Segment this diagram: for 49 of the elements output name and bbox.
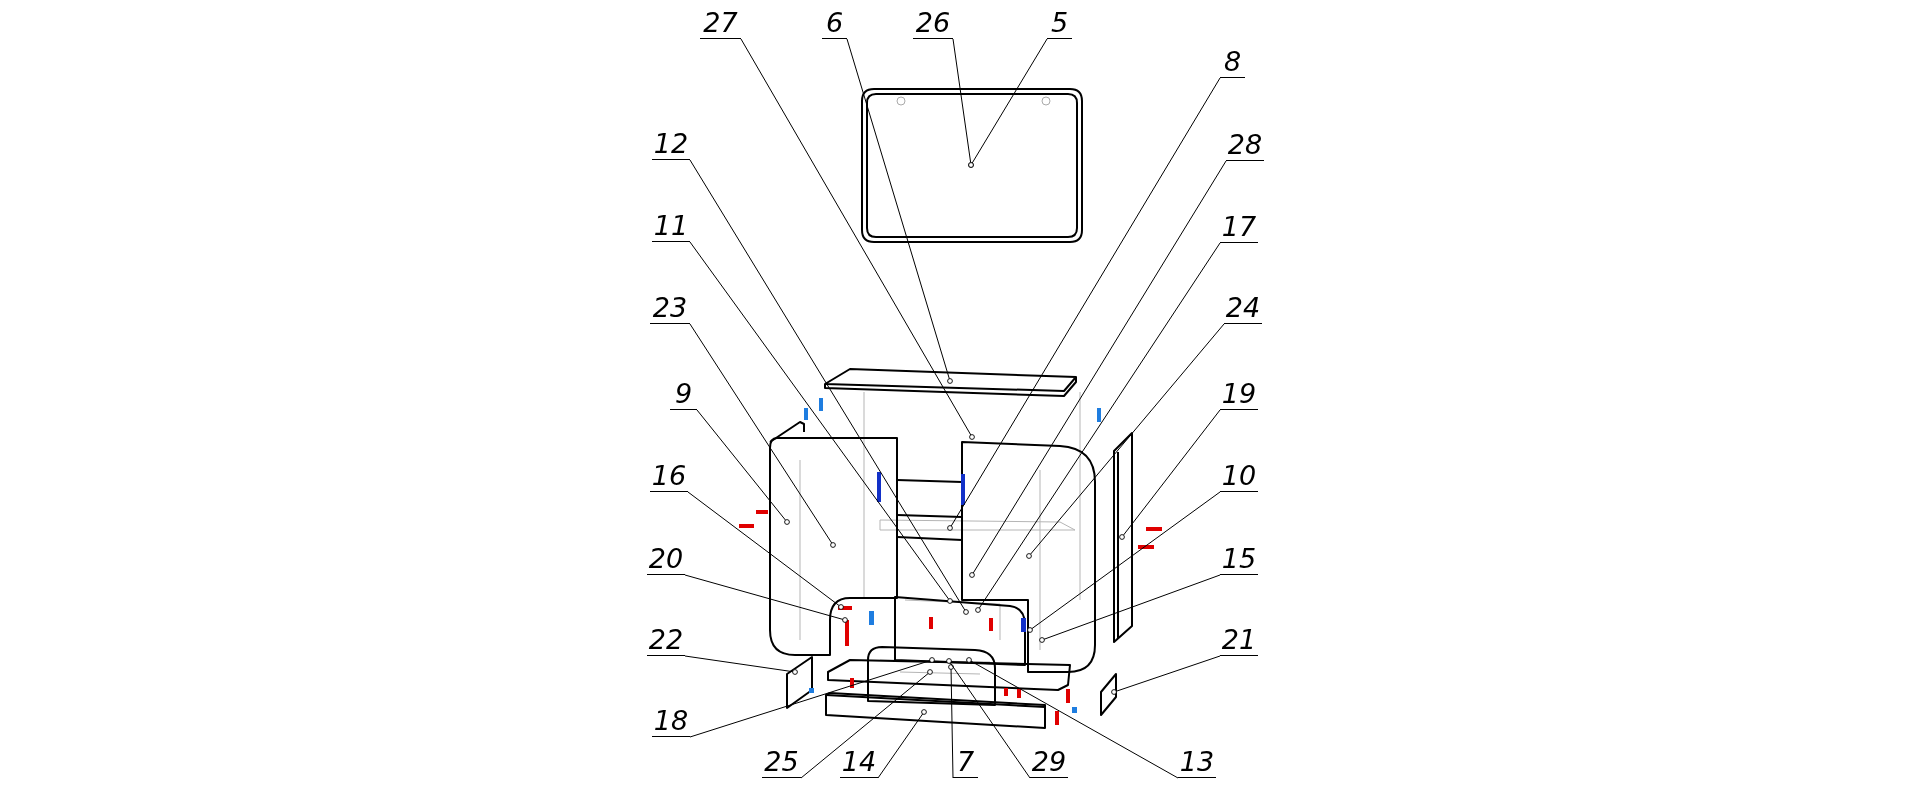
callout-number: 20 <box>647 545 685 575</box>
leader-line <box>684 655 798 675</box>
leader-line <box>689 657 935 738</box>
leader-line <box>1039 574 1221 643</box>
callout-number: 9 <box>670 380 697 410</box>
callout-number: 17 <box>1220 213 1258 243</box>
callout-number: 24 <box>1224 294 1262 324</box>
leader-line <box>946 658 1031 779</box>
callout-number: 25 <box>762 748 801 778</box>
callout-number: 8 <box>1220 48 1245 78</box>
leader-line <box>969 160 1227 578</box>
leader-line <box>975 242 1221 613</box>
leader-line <box>846 38 953 384</box>
leader-line <box>1119 409 1221 540</box>
leader-line <box>689 159 969 615</box>
leader-line <box>1111 655 1221 695</box>
callout-number: 23 <box>650 294 690 324</box>
leader-line <box>1026 323 1225 559</box>
leader-line <box>947 77 1221 531</box>
callout-number: 11 <box>652 212 690 242</box>
callout-number: 28 <box>1226 131 1264 161</box>
callout-number: 19 <box>1220 380 1258 410</box>
leader-line <box>696 409 790 525</box>
callout-number: 16 <box>650 462 688 492</box>
callout-number: 22 <box>647 626 685 656</box>
leader-line <box>800 669 933 779</box>
leader-line <box>968 38 1048 168</box>
callout-number: 6 <box>822 9 847 39</box>
leader-line <box>966 657 1179 779</box>
callout-number: 13 <box>1178 748 1216 778</box>
callout-number: 10 <box>1220 462 1258 492</box>
callout-number: 7 <box>953 748 978 778</box>
leader-line <box>740 38 975 440</box>
callout-number: 15 <box>1220 545 1258 575</box>
callout-number: 26 <box>913 9 953 39</box>
leader-line <box>689 323 836 548</box>
leader-line <box>684 574 848 623</box>
leader-line <box>687 491 844 610</box>
callout-number: 27 <box>700 9 741 39</box>
leader-line <box>689 241 953 604</box>
callout-number: 21 <box>1220 626 1258 656</box>
callout-number: 18 <box>652 707 690 737</box>
leader-line <box>948 664 954 779</box>
callout-number: 5 <box>1047 9 1072 39</box>
callout-number: 12 <box>652 130 690 160</box>
callout-number: 14 <box>840 748 878 778</box>
leader-line <box>1027 491 1221 633</box>
leader-line <box>877 709 927 779</box>
callout-number: 29 <box>1030 748 1068 778</box>
